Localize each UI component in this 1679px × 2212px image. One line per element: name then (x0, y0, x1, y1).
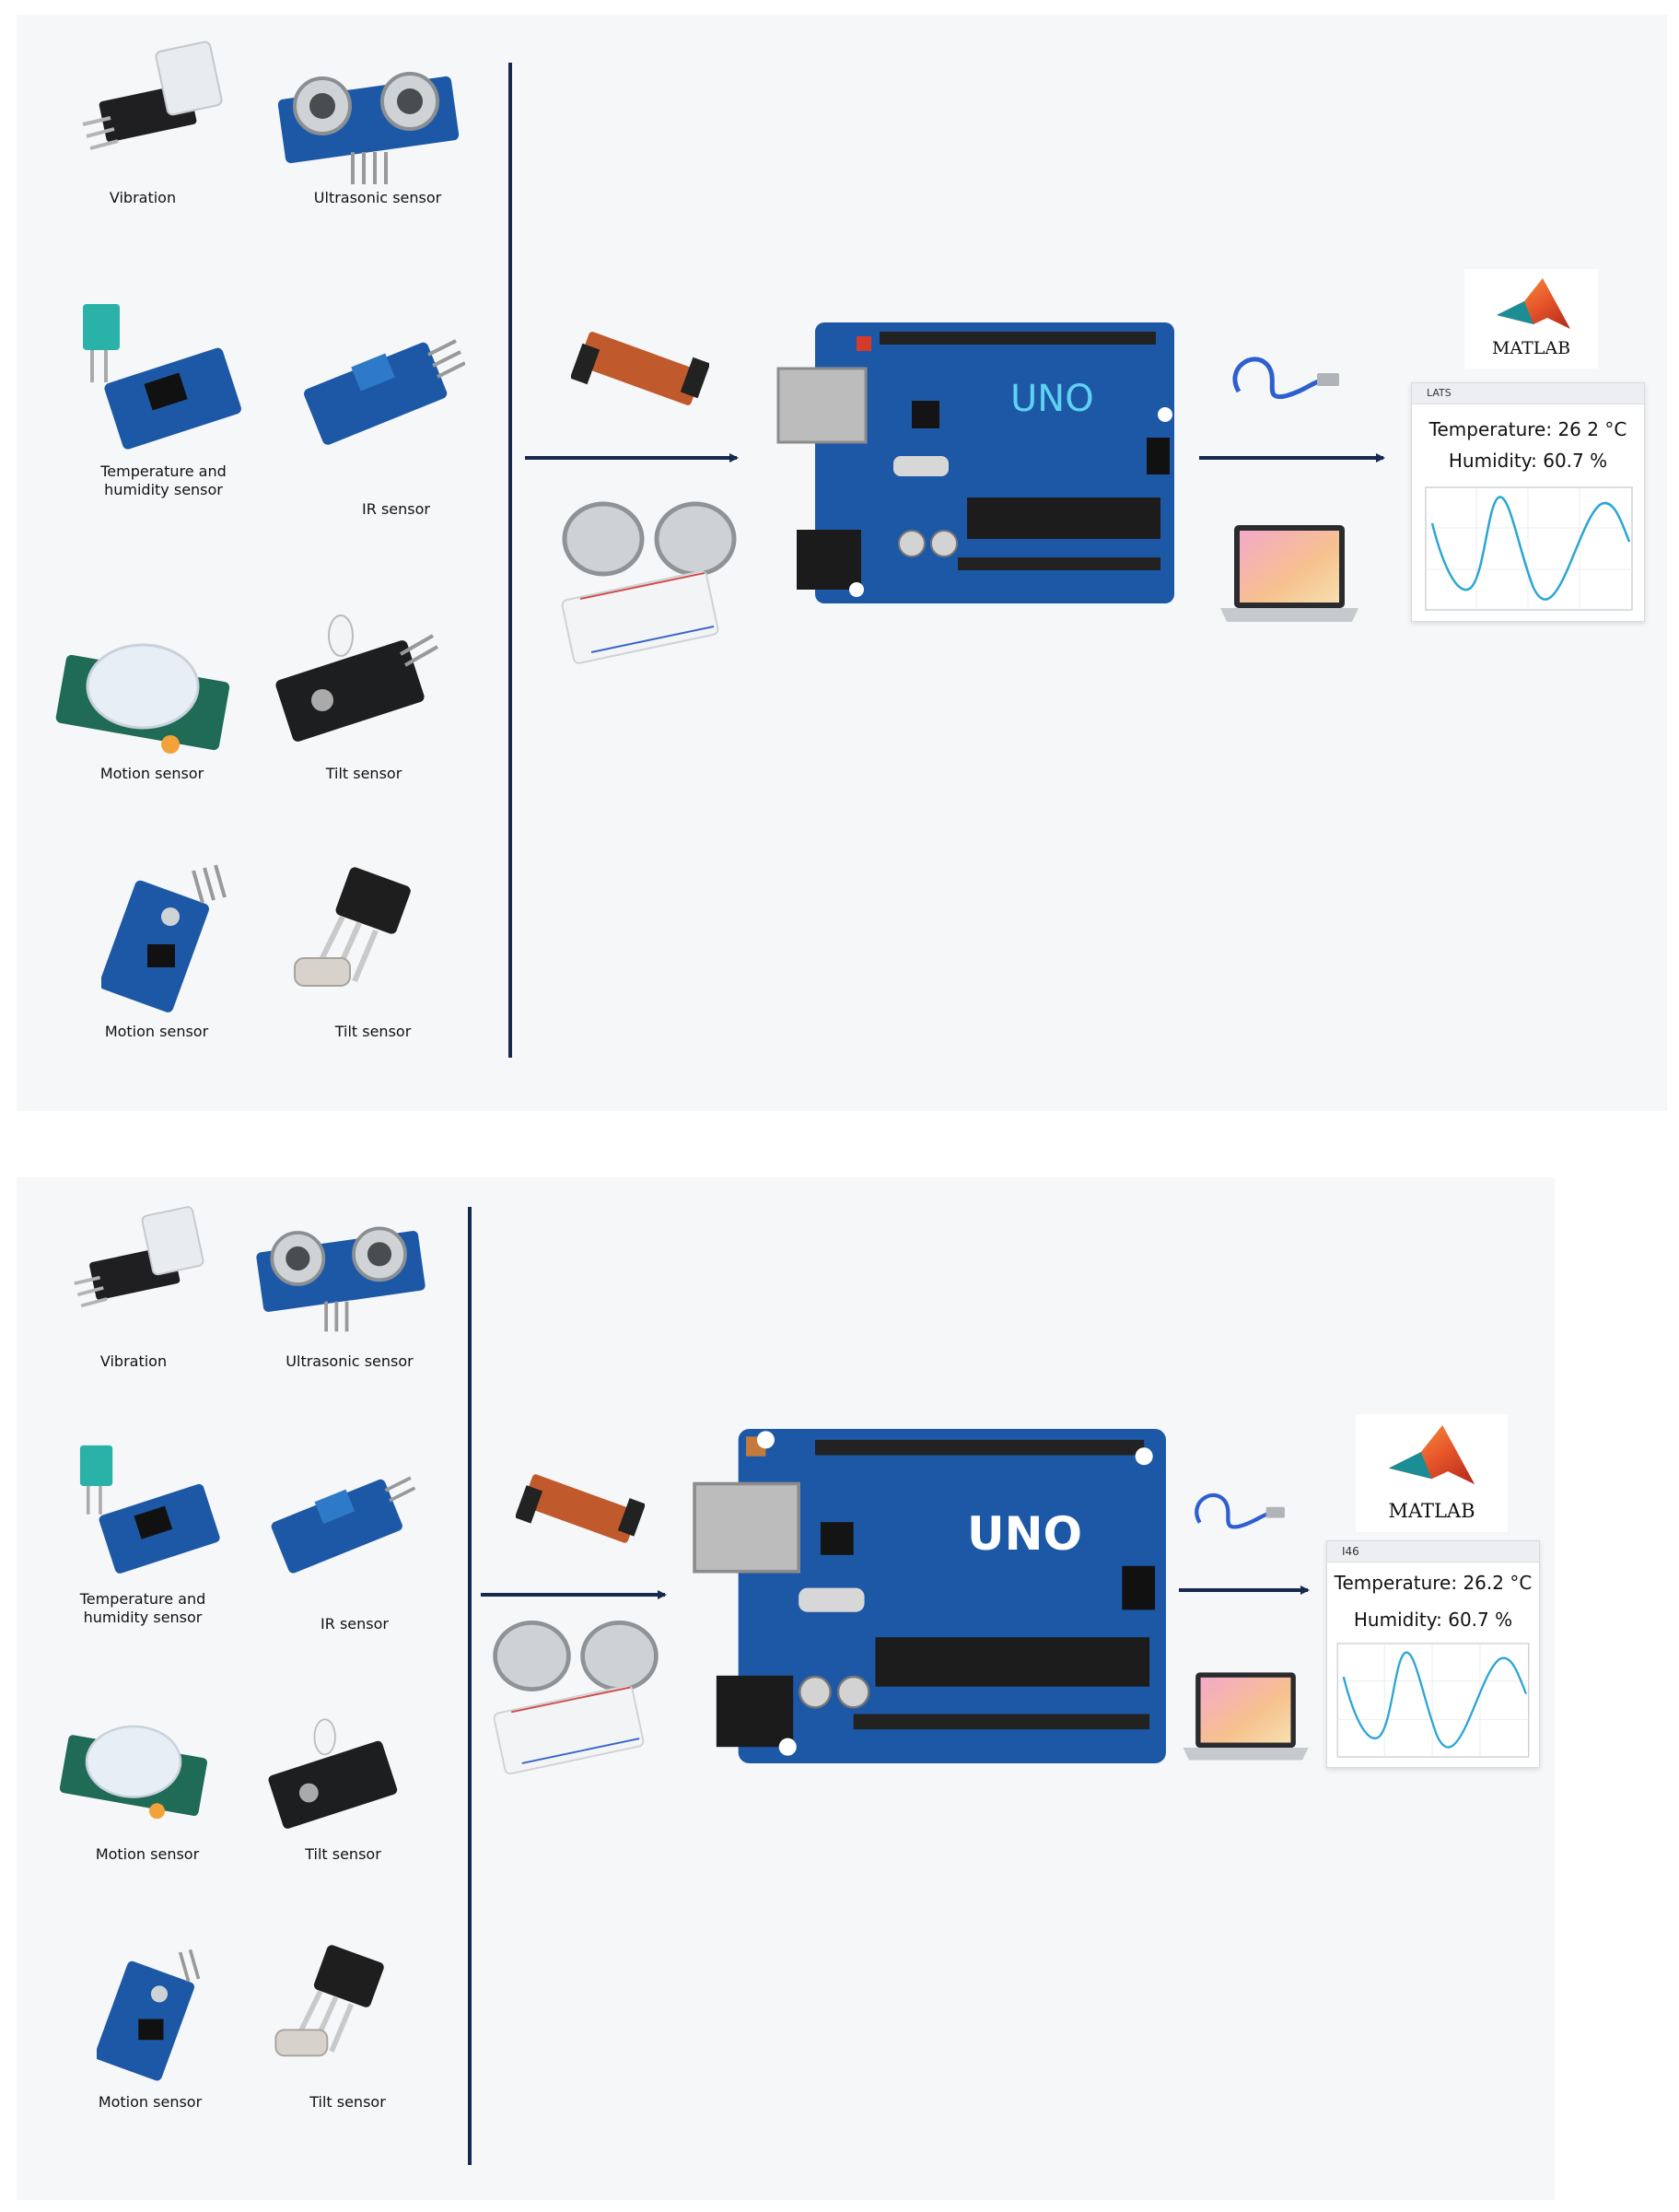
matlab-label: MATLAB (1491, 338, 1571, 358)
coin-battery-icon (562, 501, 737, 577)
signal-plot (1336, 1643, 1530, 1758)
ultrasonic-sensor-icon (256, 1226, 426, 1332)
data-display-card: LATS Temperature: 26 2 °C Humidity: 60.7… (1411, 382, 1645, 622)
arrow-to-board (481, 1590, 667, 1599)
tilt-switch-icon (294, 867, 411, 987)
vibration-sensor-icon (74, 1206, 204, 1308)
sensor-label-tilt: Tilt sensor (305, 1845, 381, 1863)
display-header: I46 (1327, 1541, 1539, 1562)
humidity-reading: Humidity: 60.7 % (1353, 1609, 1513, 1631)
board-label: UNO (967, 1507, 1082, 1561)
sensor-label-tilt-2: Tilt sensor (309, 2093, 386, 2111)
coin-battery-icon (493, 1621, 659, 1691)
ir-sensor-icon (271, 1476, 416, 1574)
sensor-label-tilt-2: Tilt sensor (334, 1023, 412, 1040)
ribbon-cable-icon (571, 332, 709, 405)
arrow-to-board (525, 453, 739, 462)
sensor-label-vibration: Vibration (109, 189, 177, 206)
sensor-label-ultrasonic: Ultrasonic sensor (286, 1352, 414, 1370)
sensor-label-ir: IR sensor (362, 500, 430, 518)
divider-line (468, 1207, 472, 2165)
temperature-humidity-sensor-icon (83, 304, 241, 450)
matlab-logo: MATLAB (1464, 269, 1598, 369)
ir-sensor-icon (304, 339, 465, 445)
arduino-board-icon (693, 1428, 1166, 1764)
arrow-to-computer (1179, 1586, 1310, 1595)
matlab-icon (1388, 1424, 1475, 1485)
ribbon-cable-icon (516, 1474, 645, 1543)
humidity-reading: Humidity: 60.7 % (1448, 450, 1608, 472)
motion-sensor-module-icon (101, 864, 227, 1012)
sensor-label-motion: Motion sensor (99, 765, 204, 782)
sensor-label-temperature-humidity: Temperature and humidity sensor (79, 1590, 206, 1626)
sensor-label-ultrasonic: Ultrasonic sensor (313, 189, 442, 206)
sensor-label-temperature-humidity: Temperature and humidity sensor (100, 462, 227, 498)
tilt-sensor-icon (268, 1718, 398, 1829)
tilt-switch-icon (274, 1945, 384, 2057)
sensor-label-tilt: Tilt sensor (325, 765, 402, 782)
motion-sensor-icon (55, 643, 230, 754)
board-label: UNO (1010, 378, 1094, 420)
motion-sensor-icon (59, 1725, 207, 1820)
temperature-humidity-sensor-icon (79, 1445, 220, 1574)
laptop-icon (1183, 1672, 1309, 1761)
arduino-board-icon (776, 322, 1174, 603)
sensor-label-vibration: Vibration (99, 1352, 168, 1370)
tilt-sensor-icon (275, 614, 438, 742)
display-header: LATS (1412, 383, 1644, 404)
sensor-label-motion: Motion sensor (95, 1845, 200, 1863)
sensor-label-motion-2: Motion sensor (98, 2093, 203, 2111)
breadboard-icon (561, 570, 719, 664)
temperature-reading: Temperature: 26 2 °C (1428, 418, 1627, 440)
vibration-sensor-icon (82, 41, 223, 150)
breadboard-icon (493, 1684, 645, 1775)
signal-plot (1425, 486, 1633, 611)
motion-sensor-module-icon (97, 1949, 201, 2081)
matlab-logo: MATLAB (1356, 1414, 1508, 1532)
matlab-icon (1497, 278, 1570, 329)
temperature-reading: Temperature: 26.2 °C (1334, 1572, 1533, 1594)
matlab-label: MATLAB (1388, 1500, 1475, 1522)
arrow-to-computer (1199, 453, 1385, 462)
sensor-label-motion-2: Motion sensor (104, 1023, 209, 1040)
ultrasonic-sensor-icon (277, 72, 460, 184)
sensor-label-ir: IR sensor (321, 1615, 389, 1633)
data-display-card: I46 Temperature: 26.2 °C Humidity: 60.7 … (1326, 1540, 1540, 1768)
usb-cable-icon (1195, 1492, 1285, 1529)
laptop-icon (1220, 525, 1358, 622)
usb-cable-icon (1232, 357, 1339, 400)
divider-line (508, 63, 512, 1058)
